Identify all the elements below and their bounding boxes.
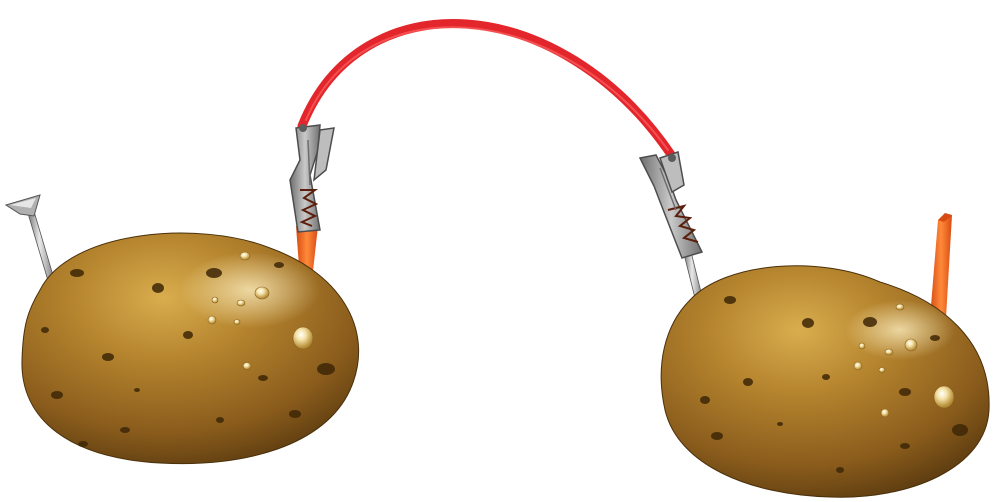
right-copper-strip (930, 213, 952, 318)
left-alligator-clip (290, 124, 334, 232)
left-zinc-nail (6, 195, 55, 284)
connecting-wire (302, 24, 672, 156)
right-alligator-clip (640, 152, 702, 258)
left-potato (22, 233, 359, 464)
